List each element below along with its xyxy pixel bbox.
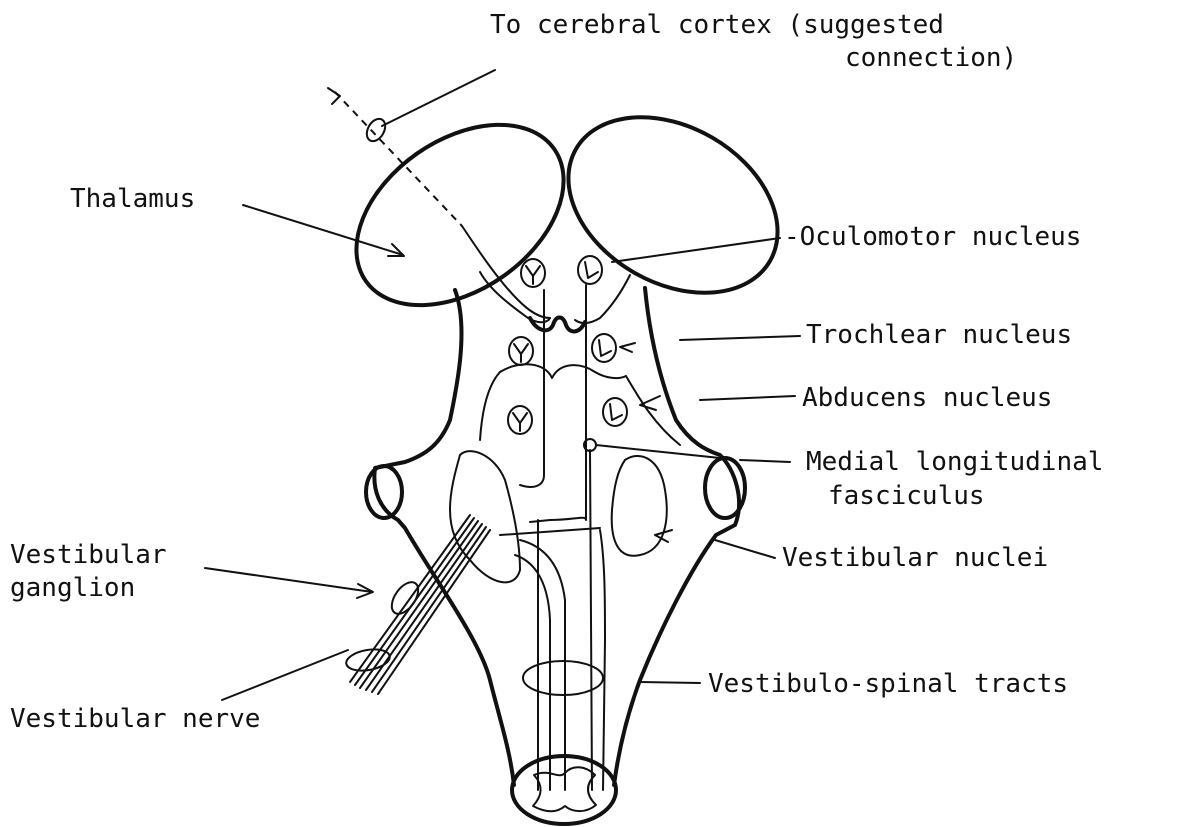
fiber-center-3: [600, 530, 605, 790]
fiber-center-2: [515, 555, 550, 790]
label-vestibular-ganglion-line1: Vestibular: [10, 540, 167, 570]
vestibular-nucleus-right: [612, 456, 667, 556]
oculomotor-cell-right: [578, 256, 602, 284]
label-thalamus: Thalamus: [70, 184, 195, 214]
label-cortex-line1: To cerebral cortex (suggested: [490, 10, 944, 40]
label-vestibular-ganglion-line2: ganglion: [10, 573, 135, 603]
leader-vestibulo-spinal: [640, 682, 700, 683]
fourth-ventricle-top: [500, 364, 626, 378]
leader-thalamus: [243, 205, 403, 255]
leader-thalamus-arrow: [388, 244, 404, 256]
label-trochlear: Trochlear nucleus: [806, 320, 1072, 350]
leader-abducens: [700, 396, 795, 400]
abducens-cell-right: [603, 398, 627, 426]
leader-trochlear: [680, 336, 800, 340]
aqueduct-wave: [530, 318, 585, 332]
label-vestibular-nuclei: Vestibular nuclei: [782, 543, 1048, 573]
vestibular-nerve-loop: [345, 646, 392, 673]
leader-vestibular-nuclei: [715, 540, 775, 558]
oculomotor-cell-left: [521, 259, 545, 287]
label-cortex-line2: connection): [845, 43, 1017, 73]
abducens-cell-left: [508, 406, 532, 434]
leader-abducens-arrow: [640, 396, 660, 410]
inner-wall-left: [480, 372, 500, 440]
leader-vestibular-nerve: [222, 650, 348, 700]
leader-vestibular-ganglion: [205, 568, 372, 592]
label-vestibular-nerve: Vestibular nerve: [10, 704, 260, 734]
fiber-cross: [500, 528, 600, 535]
leader-oculomotor: [612, 238, 780, 262]
label-abducens: Abducens nucleus: [802, 383, 1052, 413]
brainstem-outline-left: [374, 290, 514, 785]
trochlear-cell-right: [592, 334, 616, 362]
leader-cortex-ring: [363, 116, 389, 145]
fiber-center-1: [520, 540, 565, 790]
trochlear-cell-left: [509, 337, 533, 365]
leader-vestibular-nuclei-arrow: [655, 530, 672, 542]
leader-mlf-2: [740, 460, 790, 462]
label-vestibulo-spinal: Vestibulo-spinal tracts: [708, 669, 1068, 699]
label-mlf-line1: Medial longitudinal: [806, 447, 1103, 477]
leader-trochlear-arrow: [620, 343, 635, 352]
label-oculomotor: -Oculomotor nucleus: [784, 222, 1081, 252]
cortex-fiber-tip: [328, 88, 340, 104]
label-mlf-line2: fasciculus: [828, 481, 985, 511]
vestibular-nerve-bundle: [350, 515, 490, 694]
brainstem-outline-right: [614, 288, 739, 785]
thalamus-right-lobe: [537, 81, 809, 328]
cortex-fiber-dashed: [335, 92, 462, 226]
fiber-right-descending: [590, 450, 592, 790]
leader-cortex: [382, 70, 495, 126]
